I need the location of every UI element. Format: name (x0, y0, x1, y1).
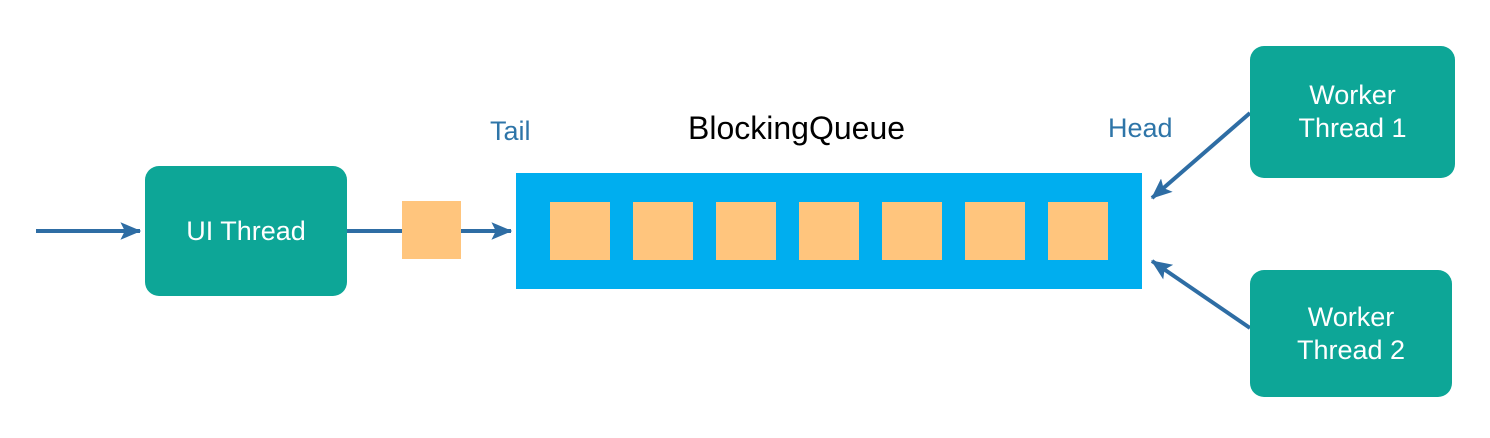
queue-item (799, 202, 859, 260)
arrow-worker-1-to-queue-head (1150, 111, 1252, 200)
queue-title: BlockingQueue (688, 110, 906, 146)
transfer-queue-item (402, 201, 461, 259)
worker-thread-2-node[interactable]: Worker Thread 2 (1250, 270, 1452, 397)
worker-thread-1-node[interactable]: Worker Thread 1 (1250, 46, 1455, 178)
queue-item (716, 202, 776, 260)
arrow-worker-2-to-queue-head (1150, 259, 1252, 330)
queue-item (1048, 202, 1108, 260)
queue-head-label: Head (1108, 113, 1173, 143)
queue-item (882, 202, 942, 260)
queue-item (633, 202, 693, 260)
blocking-queue-band (516, 173, 1142, 289)
queue-item (550, 202, 610, 260)
queue-tail-label: Tail (490, 116, 531, 146)
queue-item (965, 202, 1025, 260)
ui-thread-node[interactable]: UI Thread (145, 166, 347, 296)
